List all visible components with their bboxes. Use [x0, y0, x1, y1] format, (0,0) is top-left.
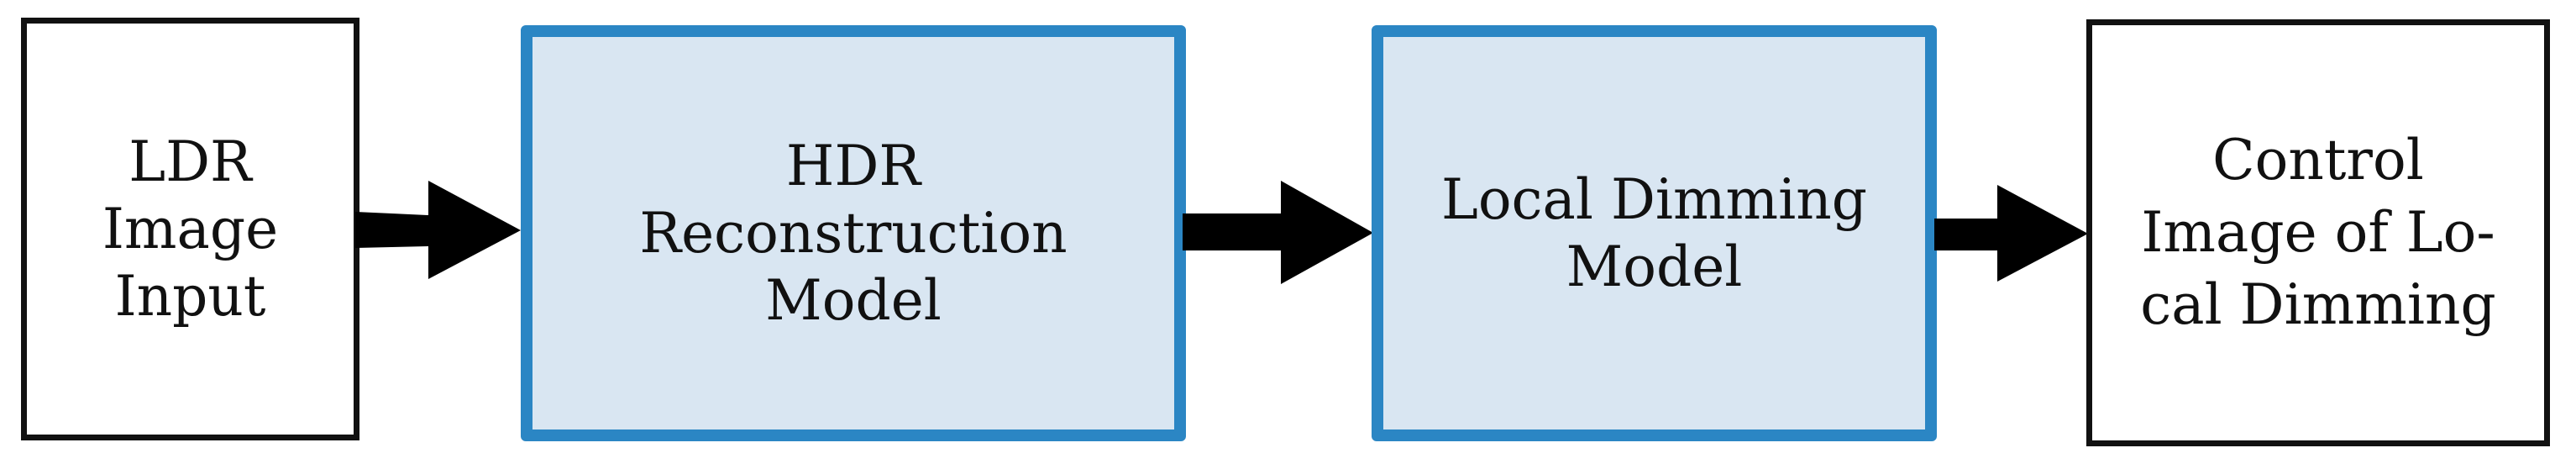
control-output-line-1: Control: [2212, 128, 2424, 192]
arrow-hdr-to-dimming-shape: [1183, 181, 1373, 284]
hdr-model-line-1: HDR: [785, 133, 921, 198]
ldr-input-line-3: Input: [114, 263, 266, 329]
dimming-model-line-1: Local Dimming: [1440, 166, 1868, 232]
hdr-model-line-3: Model: [765, 267, 942, 333]
arrow-input-to-hdr: [355, 181, 521, 279]
hdr-model-line-2: Reconstruction: [639, 200, 1068, 266]
control-output-line-3: cal Dimming: [2140, 272, 2496, 337]
arrow-hdr-to-dimming: [1183, 181, 1373, 284]
local-dimming-model-box: Local Dimming Model: [1372, 25, 1937, 441]
arrow-input-to-hdr-shape: [355, 181, 521, 279]
dimming-model-line-2: Model: [1566, 234, 1743, 299]
ldr-input-line-1: LDR: [129, 129, 252, 194]
arrow-dimming-to-output-shape: [1934, 185, 2088, 282]
ldr-image-input-box: LDR Image Input: [21, 18, 359, 440]
control-output-line-2: Image of Lo-: [2141, 200, 2495, 265]
ldr-input-line-2: Image: [102, 196, 279, 261]
control-image-output-box: Control Image of Lo- cal Dimming: [2086, 19, 2550, 446]
arrow-dimming-to-output: [1934, 185, 2088, 282]
hdr-reconstruction-model-box: HDR Reconstruction Model: [521, 25, 1186, 441]
